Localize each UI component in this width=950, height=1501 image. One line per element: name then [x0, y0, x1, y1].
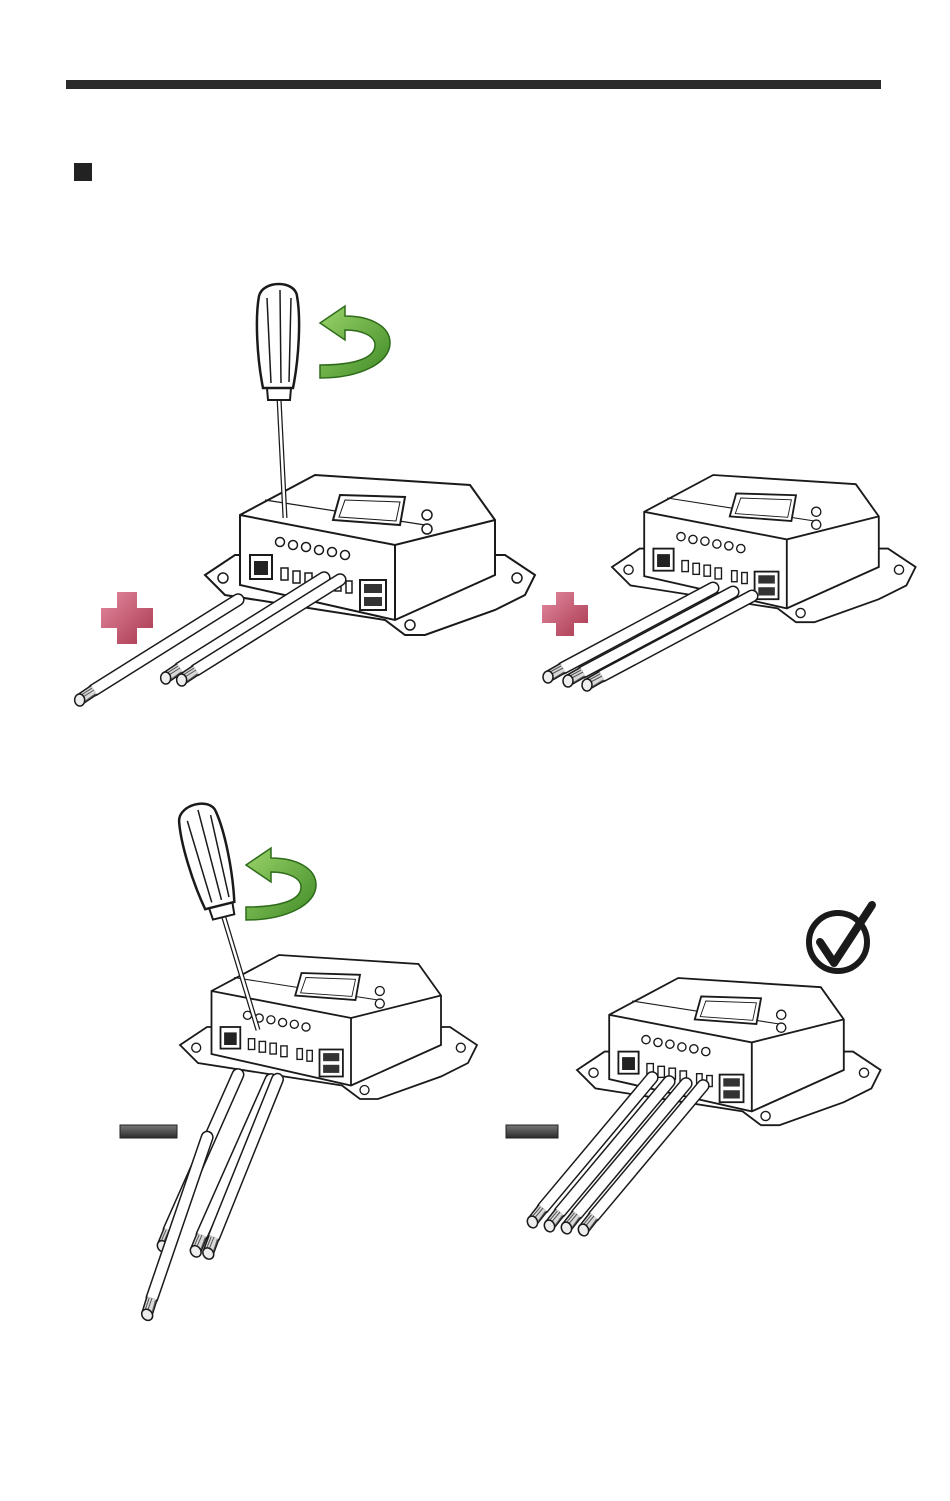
step-positive-loosen	[68, 284, 535, 706]
checkmark-icon	[809, 905, 872, 971]
plus-icon	[101, 592, 153, 644]
minus-icon	[506, 1125, 558, 1138]
step-positive-connected	[542, 475, 916, 691]
step-negative-connected	[494, 905, 880, 1237]
step-negative-loosen	[83, 800, 477, 1323]
minus-icon	[120, 1125, 177, 1138]
plus-icon	[542, 592, 588, 636]
